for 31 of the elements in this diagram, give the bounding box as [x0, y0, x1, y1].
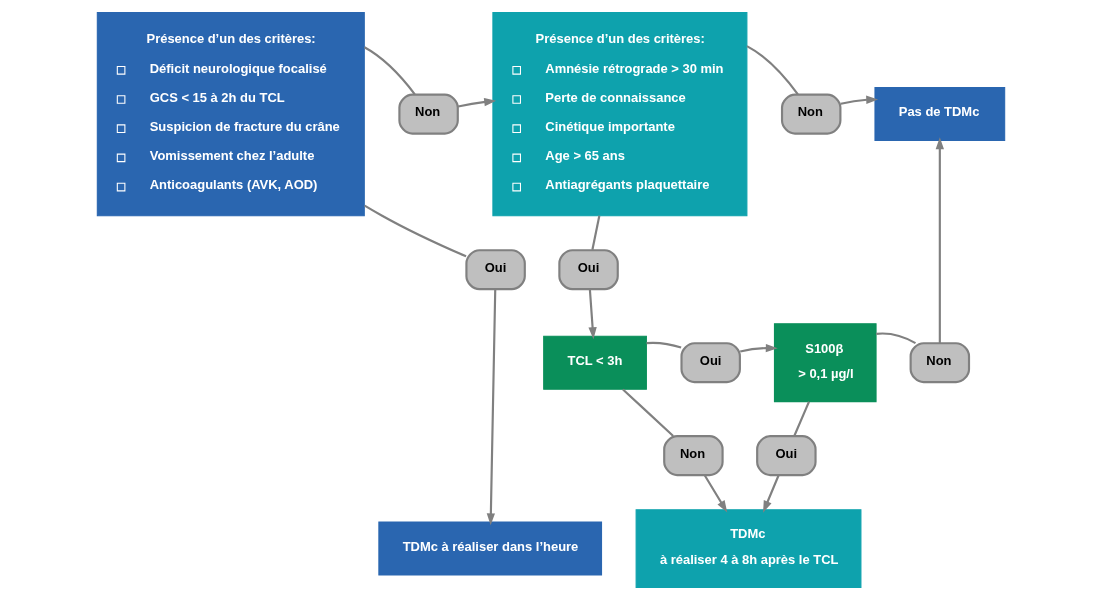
node-box: TDMc à réaliser dans l’heure [377, 521, 602, 576]
node-box: Oui [679, 342, 741, 384]
node-box: TDMc à réaliser 4 à 8h après le TCL [635, 509, 861, 589]
arrow [457, 97, 496, 108]
node-box: Pas de TDMc [873, 87, 1005, 142]
connector [621, 388, 674, 437]
node-box: TCL < 3h [542, 335, 647, 390]
arrow [935, 137, 944, 344]
connector [646, 341, 681, 349]
arrow [762, 475, 779, 513]
node-box: Oui [557, 249, 619, 291]
connector [792, 401, 810, 437]
node-box: Présence d’un des critères: Amnésie rétrograde > 30 min Perte de connaissance Cinétique importante Age > 65 ans Antiagrégants plaquettaire [491, 11, 747, 217]
node-box: S100β > 0,1 µg/l [773, 323, 877, 403]
node-box: Non [397, 93, 459, 135]
connector [875, 332, 916, 345]
arrow [587, 289, 597, 340]
node-box: Présence d’un des critères: Déficit neurologique focalisé GCS < 15 à 2h du TCL Suspicion de fracture du crâne Vomissement chez l’adulte Anticoagulants (AVK, AOD) [96, 11, 365, 217]
node-box: Oui [755, 435, 817, 477]
connector [590, 215, 600, 251]
connector [745, 45, 799, 95]
arrow [840, 95, 878, 105]
node-box: Non [780, 93, 841, 135]
node-box: Non [909, 342, 970, 384]
connector [363, 46, 416, 95]
arrow [486, 289, 496, 526]
connector [363, 204, 467, 258]
arrow [703, 474, 727, 513]
node-box: Oui [464, 249, 526, 291]
node-box: Non [662, 435, 724, 477]
arrow [739, 343, 778, 353]
